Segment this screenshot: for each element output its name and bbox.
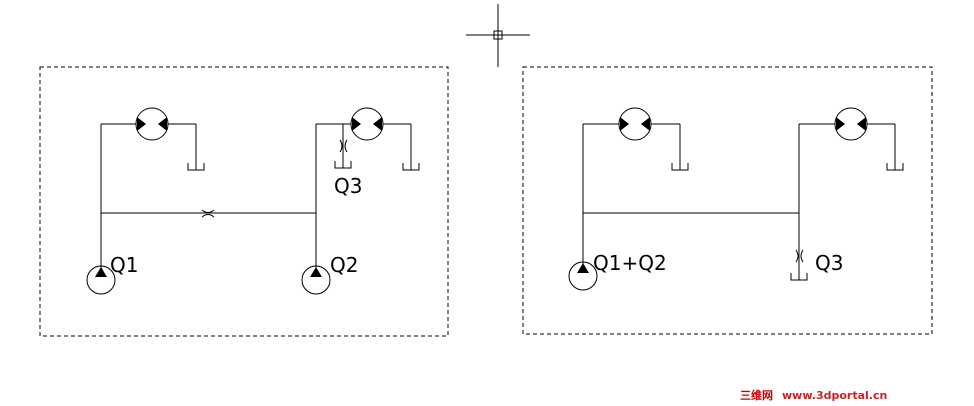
tank-symbol-1 xyxy=(187,163,205,171)
tank-symbol-3 xyxy=(671,163,689,171)
q3-branch-right xyxy=(790,249,808,281)
throttle-valve-horizontal xyxy=(201,209,215,218)
label-q1-plus-q2: Q1+Q2 xyxy=(593,251,667,275)
left-dashed-frame xyxy=(39,66,449,337)
watermark-cn: 三维网 xyxy=(740,388,773,402)
tank-symbol-4 xyxy=(886,163,904,171)
pump-symbol-2 xyxy=(301,265,331,295)
motor-symbol-1 xyxy=(101,107,197,170)
watermark: 三维网 www.3dportal.cn xyxy=(740,388,887,402)
pump-symbol-1 xyxy=(86,265,116,295)
label-q3-right: Q3 xyxy=(815,251,843,275)
tank-symbol-2 xyxy=(402,163,420,171)
right-circuit-diagram: Q3 Q1+Q2 xyxy=(522,66,933,335)
motor-symbol-4 xyxy=(799,107,896,170)
label-q3-left: Q3 xyxy=(334,174,362,198)
right-dashed-frame xyxy=(522,66,933,335)
label-q1-left: Q1 xyxy=(110,253,138,277)
motor-symbol-2 xyxy=(316,107,412,170)
left-circuit-diagram: Q3 Q1 Q2 xyxy=(39,66,449,337)
pump-symbol-combined xyxy=(568,261,598,291)
watermark-url: www.3dportal.cn xyxy=(782,389,887,402)
motor-symbol-3 xyxy=(583,107,681,170)
q3-branch xyxy=(334,124,352,169)
label-q2-left: Q2 xyxy=(330,253,358,277)
cad-crosshair-cursor[interactable] xyxy=(466,4,530,67)
